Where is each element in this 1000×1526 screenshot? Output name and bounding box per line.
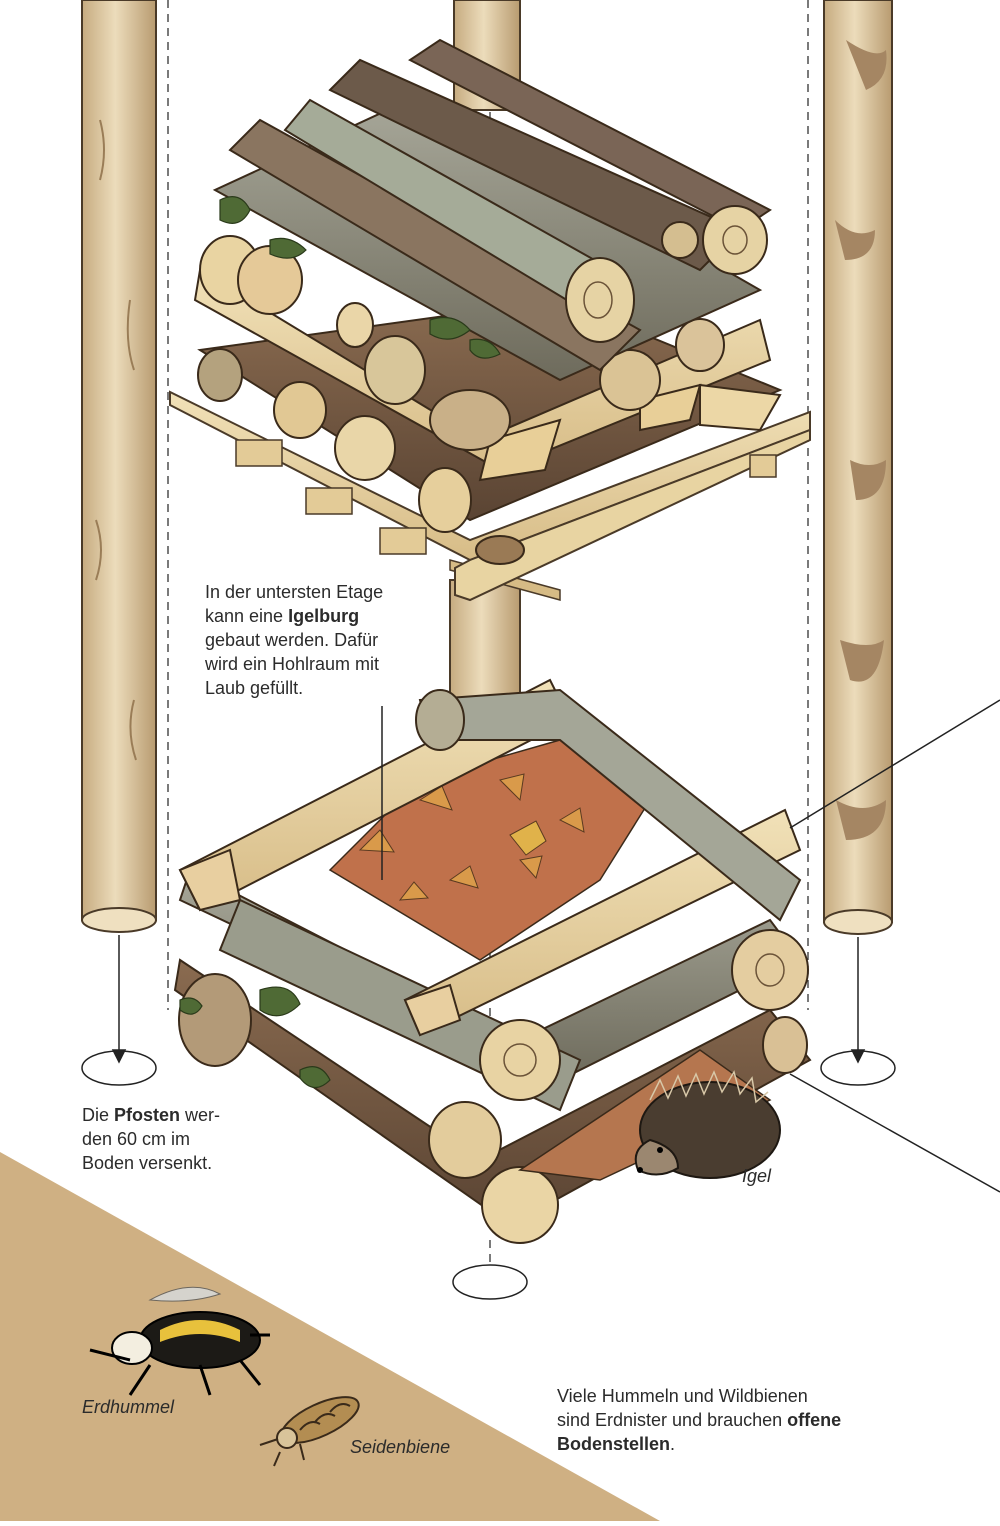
igelburg-line-5: Laub gefüllt. — [205, 678, 304, 698]
ground-holes — [81, 1050, 896, 1300]
pfosten-line-1: Die Pfosten wer- — [82, 1103, 282, 1127]
silk-bee-drawing — [259, 1396, 360, 1467]
hummeln-line-3: Bodenstellen. — [557, 1432, 957, 1456]
pfosten-bold: Pfosten — [114, 1105, 181, 1125]
pfosten-line-2: den 60 cm im — [82, 1129, 191, 1149]
seidenbiene-label: Seidenbiene — [350, 1437, 451, 1457]
igelburg-line-2-text: kann eine — [205, 606, 289, 626]
igelburg-caption: In der untersten Etage kann eine Igelbur… — [205, 580, 435, 700]
post-arrows — [111, 935, 866, 1064]
right-post — [823, 0, 893, 935]
hummeln-bold-2: Bodenstellen — [557, 1434, 671, 1454]
igelburg-line-1: In der untersten Etage — [205, 582, 384, 602]
hummeln-line-2-pre: sind Erdnister und brauchen — [557, 1410, 788, 1430]
hedgehog-drawing — [634, 1070, 781, 1179]
hummeln-line-3-post: . — [670, 1434, 676, 1454]
pfosten-line-3: Boden versenkt. — [82, 1153, 213, 1173]
igelburg-line-4: wird ein Hohlraum mit — [205, 654, 380, 674]
leader-lines — [381, 699, 1000, 1193]
pfosten-line-1-pre: Die — [82, 1105, 115, 1125]
left-post — [81, 0, 157, 933]
upper-log-stack — [169, 38, 811, 602]
bumblebee-drawing — [89, 1286, 270, 1396]
hummeln-line-2: sind Erdnister und brauchen offene — [557, 1408, 957, 1432]
hummeln-caption: Viele Hummeln und Wildbienen sind Erdnis… — [557, 1384, 957, 1456]
hummeln-line-1: Viele Hummeln und Wildbienen — [557, 1386, 808, 1406]
pfosten-line-1-post: wer- — [180, 1105, 221, 1125]
igel-label: Igel — [742, 1166, 772, 1186]
erdhummel-label: Erdhummel — [82, 1397, 175, 1417]
igelburg-line-3: gebaut werden. Dafür — [205, 630, 379, 650]
hummeln-bold-1: offene — [787, 1410, 842, 1430]
ground-area — [0, 1152, 660, 1521]
pfosten-caption: Die Pfosten wer- den 60 cm im Boden vers… — [82, 1103, 282, 1175]
igelburg-line-2: kann eine Igelburg — [205, 604, 435, 628]
igelburg-bold: Igelburg — [288, 606, 360, 626]
